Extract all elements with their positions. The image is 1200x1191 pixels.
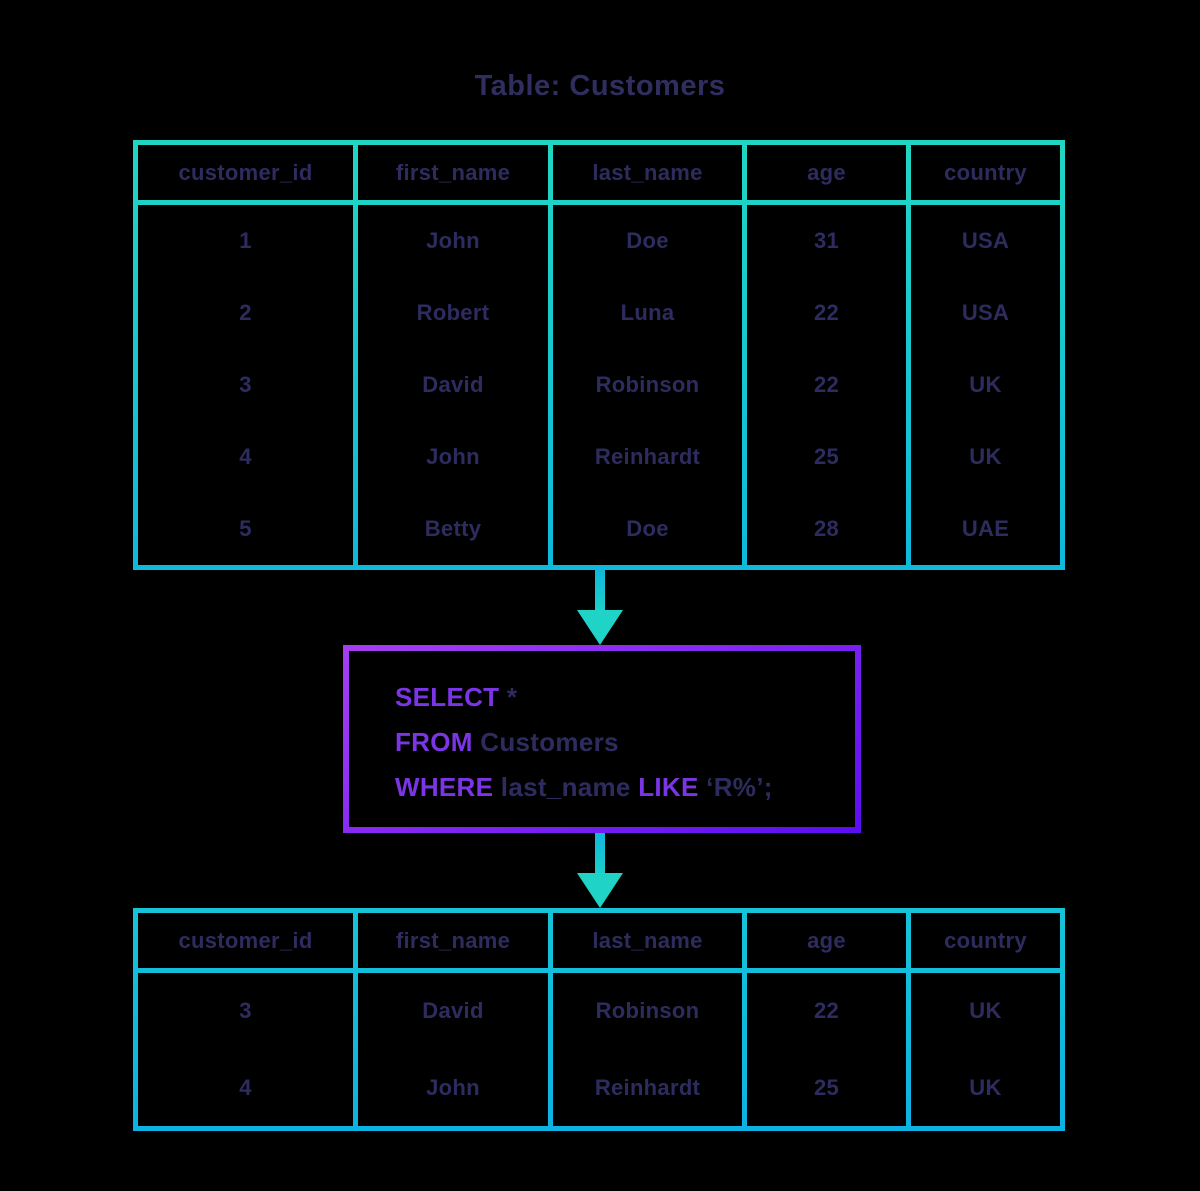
table-cell: 31	[813, 228, 840, 253]
column-header-first-name: first_name	[358, 913, 548, 968]
column-header-country: country	[911, 145, 1060, 200]
result-table: customer_id first_name last_name age cou…	[133, 908, 1065, 1131]
table-cell: 22	[813, 300, 840, 325]
result-column-country: UK UK	[911, 973, 1060, 1126]
sql-line-from: FROM Customers	[395, 720, 855, 765]
customers-table: customer_id first_name last_name age cou…	[133, 140, 1065, 570]
result-column-customer-id: 3 4	[138, 973, 353, 1126]
arrow-shaft	[595, 570, 605, 610]
result-column-first-name: David John	[358, 973, 548, 1126]
table-cell: 22	[813, 372, 840, 397]
table-cell: 25	[813, 444, 840, 469]
table-cell: Robert	[416, 300, 490, 325]
table-cell: USA	[961, 300, 1010, 325]
sql-keyword-select: SELECT	[395, 682, 500, 712]
table-cell: UK	[969, 444, 1002, 469]
sql-query-box: SELECT * FROM Customers WHERE last_name …	[343, 645, 861, 833]
table-cell: 3	[239, 998, 252, 1024]
customers-column-customer-id: 1 2 3 4 5	[138, 205, 353, 565]
customers-column-last-name: Doe Luna Robinson Reinhardt Doe	[553, 205, 742, 565]
sql-from-table: Customers	[472, 727, 619, 757]
table-cell: USA	[961, 228, 1010, 253]
table-cell: 5	[239, 516, 252, 541]
arrow-head	[577, 610, 623, 645]
arrow-down-icon	[577, 833, 623, 908]
sql-select-args: *	[499, 682, 518, 712]
table-cell: John	[426, 444, 480, 469]
table-cell: 4	[239, 444, 252, 469]
column-header-last-name: last_name	[553, 913, 742, 968]
table-cell: Reinhardt	[594, 1074, 701, 1100]
sql-line-where: WHERE last_name LIKE ‘R%’;	[395, 765, 855, 810]
table-cell: UK	[969, 1074, 1002, 1100]
result-column-age: 22 25	[747, 973, 906, 1126]
table-title: Table: Customers	[474, 70, 726, 102]
table-cell: David	[422, 998, 484, 1024]
table-cell: Doe	[626, 516, 669, 541]
table-cell: Betty	[424, 516, 482, 541]
sql-like-pattern: ‘R%’;	[698, 772, 773, 802]
table-cell: Doe	[626, 228, 669, 253]
arrow-shaft	[595, 833, 605, 873]
column-header-last-name: last_name	[553, 145, 742, 200]
result-column-last-name: Robinson Reinhardt	[553, 973, 742, 1126]
sql-where-column: last_name	[493, 772, 639, 802]
table-cell: 3	[239, 372, 252, 397]
table-cell: UK	[969, 998, 1002, 1024]
table-cell: 4	[239, 1074, 252, 1100]
table-cell: UK	[969, 372, 1002, 397]
table-cell: UAE	[961, 516, 1010, 541]
table-cell: 1	[239, 228, 252, 253]
table-cell: 25	[813, 1074, 840, 1100]
column-header-age: age	[747, 913, 906, 968]
table-cell: John	[426, 228, 480, 253]
sql-keyword-like: LIKE	[638, 772, 699, 802]
table-cell: Reinhardt	[594, 444, 701, 469]
column-header-customer-id: customer_id	[138, 913, 353, 968]
table-cell: David	[422, 372, 484, 397]
customers-column-first-name: John Robert David John Betty	[358, 205, 548, 565]
column-header-age: age	[747, 145, 906, 200]
table-cell: Robinson	[595, 998, 700, 1024]
arrow-head	[577, 873, 623, 908]
table-cell: 2	[239, 300, 252, 325]
table-cell: 28	[813, 516, 840, 541]
customers-column-age: 31 22 22 25 28	[747, 205, 906, 565]
sql-line-select: SELECT *	[395, 675, 855, 720]
column-header-country: country	[911, 913, 1060, 968]
table-cell: Luna	[620, 300, 675, 325]
column-header-customer-id: customer_id	[138, 145, 353, 200]
sql-keyword-where: WHERE	[395, 772, 494, 802]
customers-column-country: USA USA UK UK UAE	[911, 205, 1060, 565]
column-header-first-name: first_name	[358, 145, 548, 200]
table-cell: Robinson	[595, 372, 700, 397]
sql-keyword-from: FROM	[395, 727, 473, 757]
table-cell: 22	[813, 998, 840, 1024]
arrow-down-icon	[577, 570, 623, 645]
table-cell: John	[426, 1074, 480, 1100]
